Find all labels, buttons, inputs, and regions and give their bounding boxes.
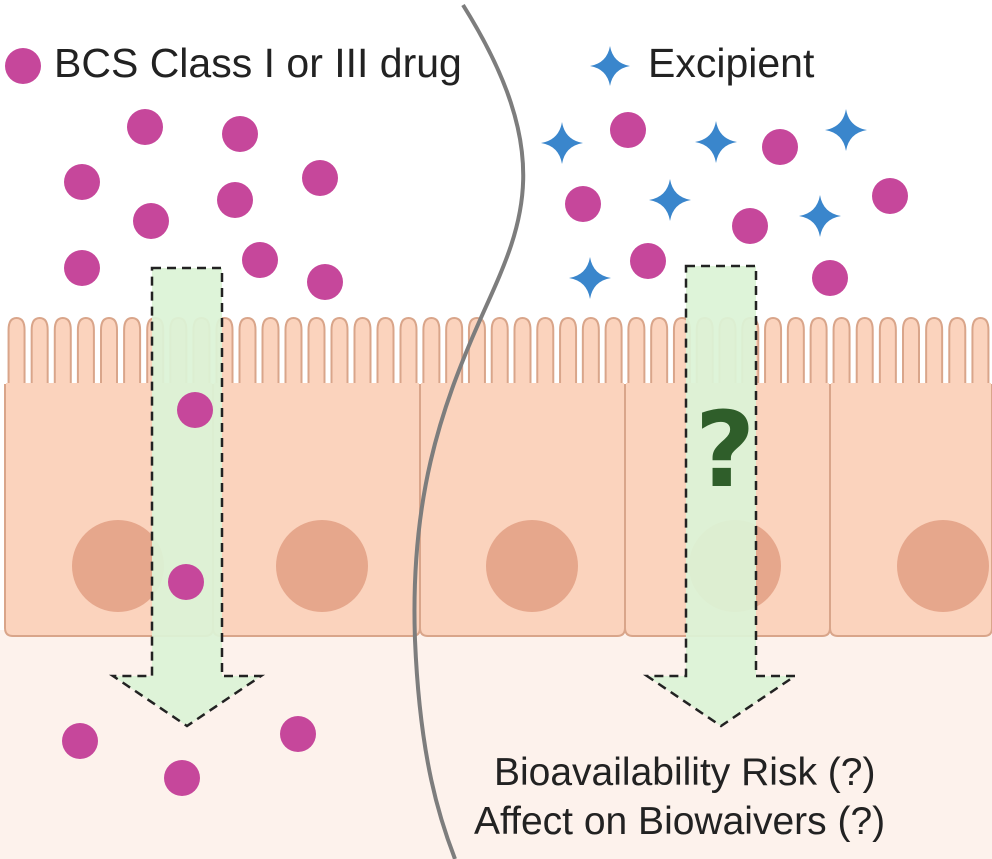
drug-molecule-icon: [610, 112, 646, 148]
microvillus: [513, 316, 532, 387]
question-mark: ?: [694, 389, 756, 511]
cell-nucleus: [486, 520, 578, 612]
drug-molecule-icon: [732, 208, 768, 244]
microvillus: [764, 316, 783, 387]
cell-nucleus: [72, 520, 164, 612]
microvillus: [786, 316, 805, 387]
microvillus: [376, 316, 395, 387]
microvillus: [30, 316, 49, 387]
microvillus: [925, 316, 944, 387]
microvillus: [855, 316, 874, 387]
microvillus: [902, 316, 920, 387]
cell-nucleus: [897, 520, 989, 612]
drug-molecule-icon: [280, 716, 316, 752]
microvillus: [581, 316, 600, 387]
microvillus: [100, 316, 118, 387]
epithelial-cell: [829, 316, 992, 637]
cell-nucleus: [276, 520, 368, 612]
microvillus: [490, 316, 509, 387]
drug-molecule-icon: [164, 760, 200, 796]
microvillus: [284, 316, 303, 387]
drug-molecule-icon: [307, 264, 343, 300]
excipient-molecule-icon: [569, 257, 611, 299]
microvillus: [971, 316, 990, 387]
absorption-arrow-left: [108, 266, 266, 728]
microvillus: [445, 316, 464, 387]
microvillus: [878, 316, 897, 387]
drug-legend-icon: [5, 48, 41, 84]
drug-molecule-icon: [127, 109, 163, 145]
panel-divider: [412, 3, 526, 859]
microvillus: [948, 316, 967, 387]
microvillus: [650, 316, 669, 387]
excipient-molecule-icon: [649, 179, 691, 221]
molecules-layer: [62, 109, 908, 796]
microvillus: [123, 316, 142, 387]
cell-apex: [214, 383, 419, 389]
microvillus: [627, 316, 646, 387]
drug-molecule-icon: [62, 723, 98, 759]
microvillus: [559, 316, 578, 387]
microvillus: [261, 316, 280, 387]
microvillus: [422, 316, 441, 387]
drug-molecule-icon: [168, 564, 204, 600]
microvillus: [76, 316, 95, 387]
microvillus: [7, 316, 26, 387]
epithelial-cell: [419, 316, 626, 637]
drug-molecule-icon: [812, 260, 848, 296]
microvillus: [353, 316, 372, 387]
microvillus: [399, 316, 418, 387]
bioavailability-risk-label: Bioavailability Risk (?): [494, 751, 876, 794]
excipient-molecule-icon: [541, 122, 583, 164]
drug-molecule-icon: [872, 178, 908, 214]
drug-molecule-icon: [630, 243, 666, 279]
microvillus: [604, 316, 623, 387]
excipient-legend-icon: [590, 46, 630, 86]
cell-apex: [421, 383, 624, 389]
excipient-molecule-icon: [695, 121, 737, 163]
cell-apex: [6, 383, 212, 389]
microvillus: [536, 316, 555, 387]
microvillus: [809, 316, 828, 387]
microvillus: [238, 316, 257, 387]
microvillus: [330, 316, 349, 387]
drug-molecule-icon: [302, 160, 338, 196]
drug-molecule-icon: [217, 182, 253, 218]
drug-molecule-icon: [222, 116, 258, 152]
excipient-legend-label: Excipient: [648, 40, 815, 86]
microvillus: [307, 316, 326, 387]
drug-molecule-icon: [762, 129, 798, 165]
biowaiver-effect-label: Affect on Biowaivers (?): [474, 800, 886, 843]
drug-molecule-icon: [565, 186, 601, 222]
excipient-molecule-icon: [799, 195, 841, 237]
microvillus: [832, 316, 851, 387]
drug-molecule-icon: [242, 242, 278, 278]
epithelial-cell: [212, 316, 421, 637]
excipient-molecule-icon: [825, 109, 867, 151]
microvillus: [53, 316, 72, 387]
cell-apex: [831, 383, 991, 389]
drug-molecule-icon: [177, 392, 213, 428]
drug-legend-label: BCS Class I or III drug: [54, 40, 462, 86]
drug-molecule-icon: [64, 164, 100, 200]
absorption-arrow-right: [642, 264, 800, 728]
drug-molecule-icon: [133, 203, 169, 239]
drug-molecule-icon: [64, 250, 100, 286]
